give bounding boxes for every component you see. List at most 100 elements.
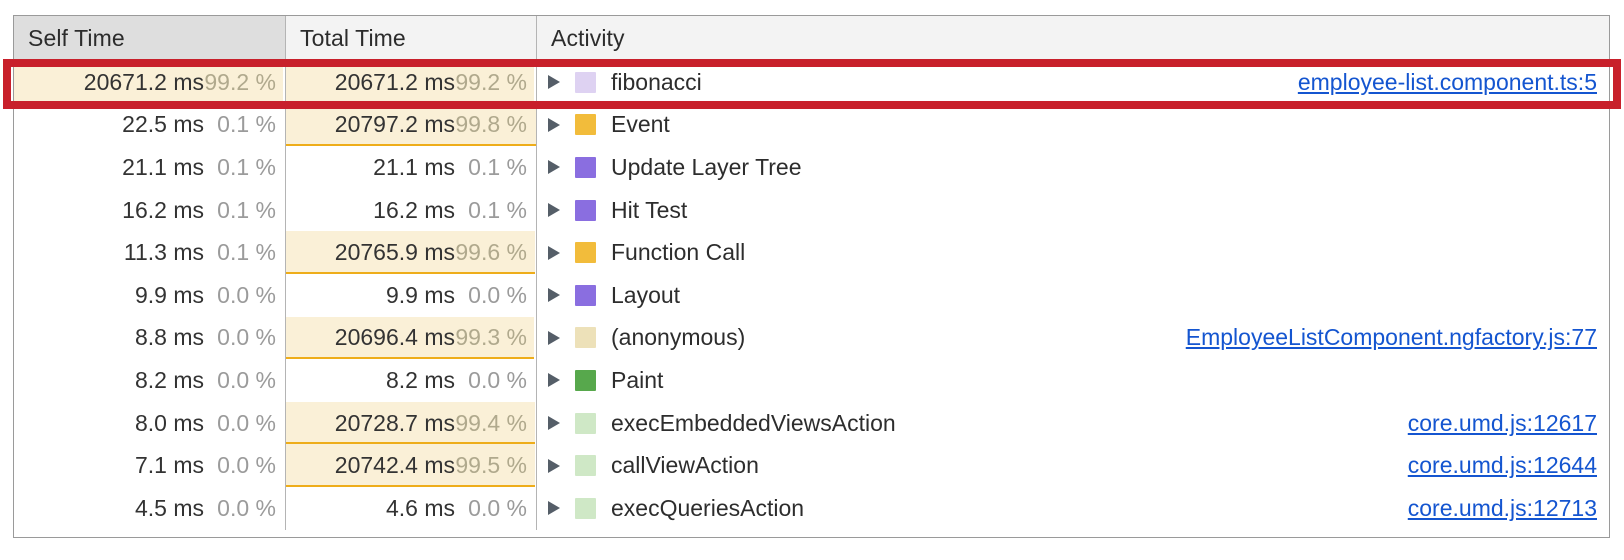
self-time-percent: 0.1 % bbox=[217, 153, 276, 180]
total-time-percent: 0.0 % bbox=[468, 366, 527, 393]
column-header-activity[interactable]: Activity bbox=[551, 24, 625, 51]
activity-name: execQueriesAction bbox=[611, 494, 805, 521]
source-location-link[interactable]: core.umd.js:12713 bbox=[1407, 494, 1597, 521]
activity-color-swatch-rendering-icon bbox=[575, 199, 596, 221]
disclosure-triangle-icon[interactable] bbox=[548, 75, 560, 90]
disclosure-triangle-icon[interactable] bbox=[548, 501, 560, 516]
self-time-ms: 8.0 ms bbox=[134, 409, 204, 436]
cell-activity: Event bbox=[537, 104, 1609, 147]
disclosure-triangle-icon[interactable] bbox=[548, 203, 560, 218]
total-time-ms: 20765.9 ms bbox=[334, 239, 455, 266]
column-header-self-time[interactable]: Self Time bbox=[14, 16, 286, 60]
activity-color-swatch-rendering-icon bbox=[575, 156, 596, 178]
activity-color-swatch-scripting-light-icon bbox=[575, 327, 596, 349]
total-time-ms: 20742.4 ms bbox=[334, 452, 455, 479]
disclosure-triangle-icon[interactable] bbox=[548, 330, 560, 345]
disclosure-triangle-icon[interactable] bbox=[548, 117, 560, 132]
total-time-ms: 20797.2 ms bbox=[334, 111, 455, 138]
cell-total-time: 16.2 ms 0.1 % bbox=[286, 188, 537, 232]
self-time-ms: 21.1 ms bbox=[122, 153, 204, 180]
total-time-ms: 16.2 ms bbox=[373, 196, 455, 223]
disclosure-triangle-icon[interactable] bbox=[548, 416, 560, 431]
total-time-percent: 99.8 % bbox=[455, 111, 527, 138]
source-location-link[interactable]: EmployeeListComponent.ngfactory.js:77 bbox=[1185, 324, 1597, 351]
total-time-percent: 0.1 % bbox=[468, 196, 527, 223]
total-time-percent: 0.0 % bbox=[468, 281, 527, 308]
source-location-link[interactable]: core.umd.js:12617 bbox=[1407, 409, 1597, 436]
activity-name: callViewAction bbox=[611, 452, 759, 479]
disclosure-triangle-icon[interactable] bbox=[548, 160, 560, 175]
total-time-percent: 0.1 % bbox=[468, 153, 527, 180]
column-header-total-time[interactable]: Total Time bbox=[286, 16, 537, 60]
source-location-link[interactable]: employee-list.component.ts:5 bbox=[1297, 68, 1597, 95]
self-time-ms: 22.5 ms bbox=[122, 111, 204, 138]
total-time-ms: 9.9 ms bbox=[385, 281, 455, 308]
self-time-ms: 20671.2 ms bbox=[83, 68, 204, 95]
total-time-bar bbox=[286, 401, 535, 445]
total-time-percent: 99.4 % bbox=[455, 409, 527, 436]
cell-activity: Hit Test bbox=[537, 189, 1609, 232]
activity-color-swatch-scripting-icon bbox=[575, 242, 596, 264]
cell-self-time: 8.0 ms 0.0 % bbox=[14, 401, 286, 445]
total-time-ms: 20728.7 ms bbox=[334, 409, 455, 436]
total-time-percent: 99.3 % bbox=[455, 324, 527, 351]
self-time-ms: 9.9 ms bbox=[134, 281, 204, 308]
cell-activity: Layout bbox=[537, 274, 1609, 317]
total-time-ms: 20671.2 ms bbox=[334, 68, 455, 95]
disclosure-triangle-icon[interactable] bbox=[548, 373, 560, 388]
self-time-percent: 0.0 % bbox=[217, 366, 276, 393]
disclosure-triangle-icon[interactable] bbox=[548, 288, 560, 303]
total-time-percent: 99.5 % bbox=[455, 452, 527, 479]
self-time-percent: 0.0 % bbox=[217, 452, 276, 479]
activity-name: (anonymous) bbox=[611, 324, 746, 351]
total-time-percent: 99.6 % bbox=[455, 239, 527, 266]
total-time-bar bbox=[286, 444, 535, 487]
activity-name: fibonacci bbox=[611, 68, 702, 95]
disclosure-triangle-icon[interactable] bbox=[548, 245, 560, 260]
source-location-link[interactable]: core.umd.js:12644 bbox=[1407, 452, 1597, 479]
disclosure-triangle-icon[interactable] bbox=[548, 458, 560, 473]
cell-activity: fibonacci employee-list.component.ts:5 bbox=[537, 61, 1609, 104]
activity-color-swatch-core-fn-icon bbox=[575, 455, 596, 477]
self-time-ms: 4.5 ms bbox=[134, 494, 204, 521]
cell-self-time: 9.9 ms 0.0 % bbox=[14, 273, 286, 317]
self-time-percent: 0.0 % bbox=[217, 409, 276, 436]
table-header-row: Self Time Total Time Activity bbox=[14, 16, 1609, 61]
total-time-percent: 99.2 % bbox=[455, 68, 527, 95]
total-time-ms: 4.6 ms bbox=[385, 494, 455, 521]
self-time-percent: 0.0 % bbox=[217, 494, 276, 521]
activity-color-swatch-scripting-light-icon bbox=[575, 71, 596, 93]
table-row[interactable]: 9.9 ms 0.0 % 9.9 ms 0.0 % Layout bbox=[14, 273, 1609, 317]
cell-self-time: 4.5 ms 0.0 % bbox=[14, 486, 286, 530]
total-time-bar bbox=[286, 61, 534, 104]
self-time-percent: 0.0 % bbox=[217, 281, 276, 308]
self-time-percent: 0.0 % bbox=[217, 324, 276, 351]
total-time-bar bbox=[286, 103, 536, 147]
